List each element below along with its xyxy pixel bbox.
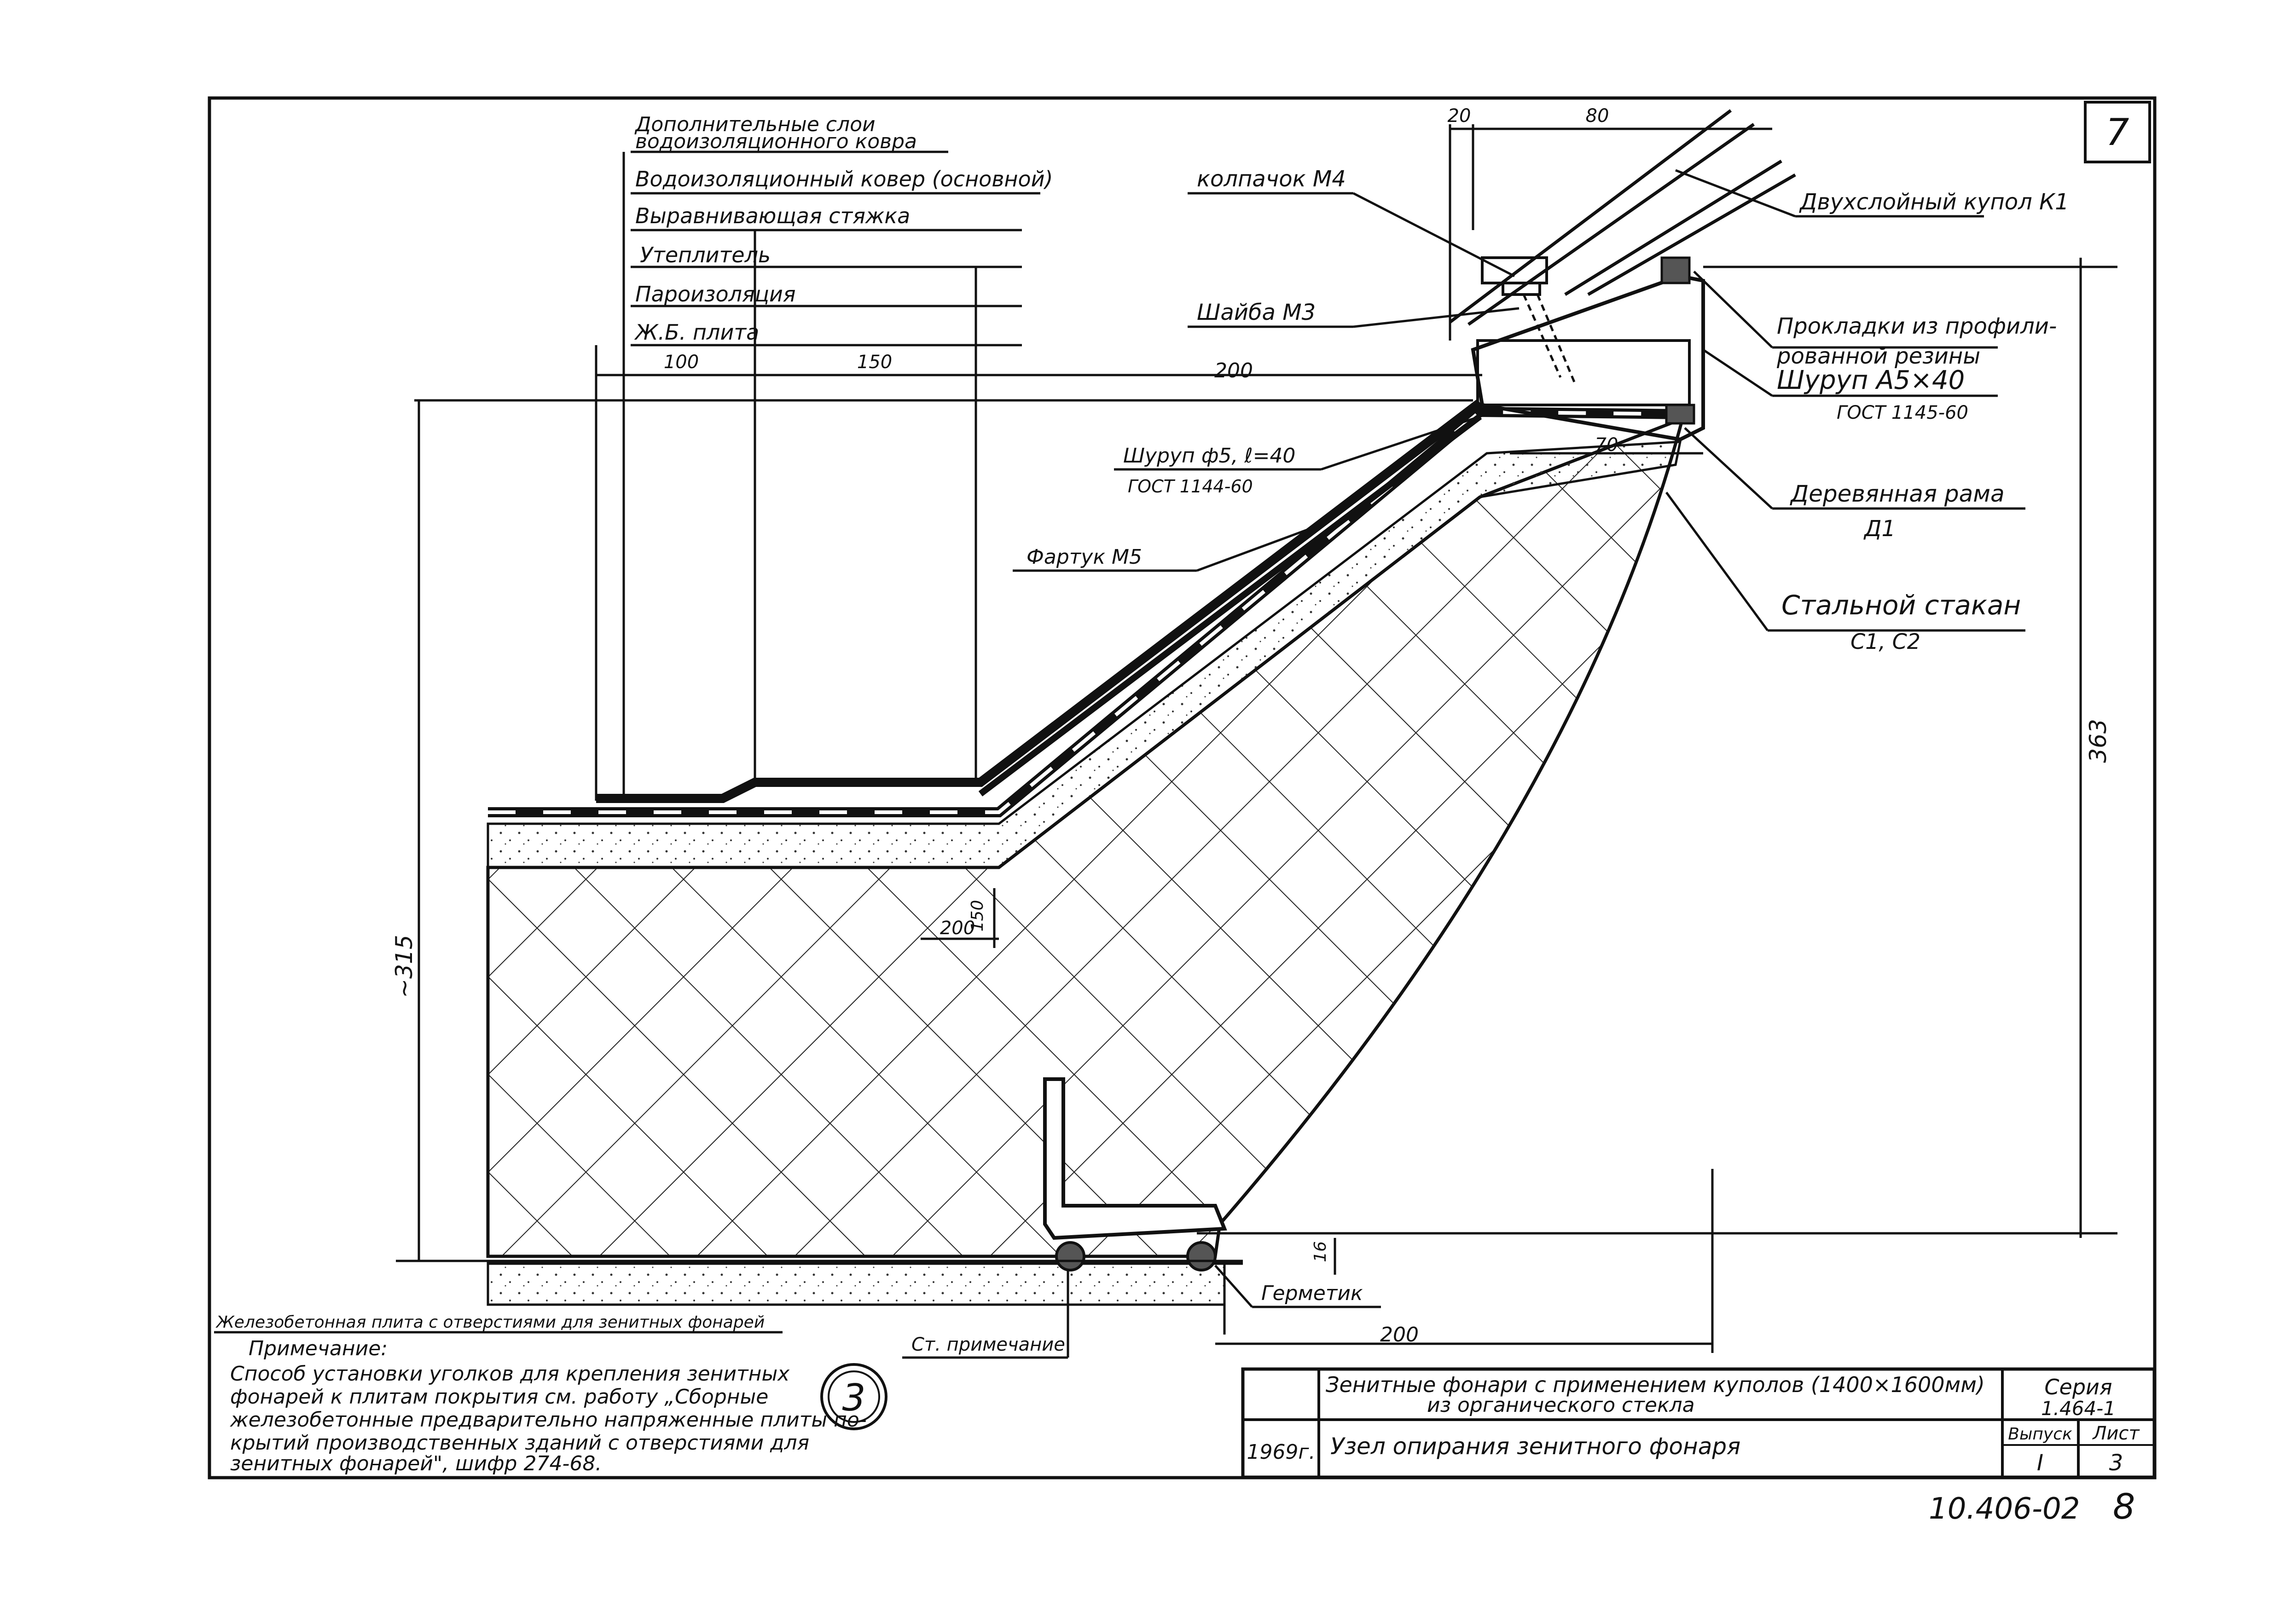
title-line-2: из органического стекла xyxy=(1427,1393,1695,1417)
sealant-right xyxy=(1186,1241,1217,1271)
sheet-number: 7 xyxy=(2106,111,2129,154)
sheet-number-box: 7 xyxy=(2084,101,2151,163)
dim-150: 150 xyxy=(857,352,892,373)
screed-layer xyxy=(487,440,1682,869)
dim-315: ~315 xyxy=(391,935,418,998)
steel-cup-label: Стальной стакан xyxy=(1781,589,2021,621)
screw-f5-label: Шуруп ф5, ℓ=40 xyxy=(1123,444,1295,468)
issue-label: Выпуск xyxy=(2008,1425,2072,1444)
sheet-label: Лист xyxy=(2092,1423,2140,1444)
upper-assembly xyxy=(1449,109,1796,442)
dim-200-inner: 200 xyxy=(940,918,975,939)
dim-363: 363 xyxy=(2085,719,2111,763)
note-heading: Примечание: xyxy=(249,1337,388,1360)
callout-leaders xyxy=(214,169,2025,1359)
dim-16: 16 xyxy=(1311,1241,1330,1262)
issue-value: I xyxy=(2037,1450,2043,1476)
dim-80: 80 xyxy=(1586,105,1609,127)
sealant-left xyxy=(1055,1241,1085,1271)
series-value: 1.464-1 xyxy=(2041,1397,2116,1420)
screw-a5-gost-label: ГОСТ 1145-60 xyxy=(1837,402,1968,423)
dim-100: 100 xyxy=(664,352,699,373)
gaskets-label-1: Прокладки из профили- xyxy=(1777,313,2057,339)
dimension-lines xyxy=(396,124,2117,1353)
series-label: Серия xyxy=(2044,1375,2112,1399)
sealant-label: Герметик xyxy=(1261,1282,1363,1305)
slab-body xyxy=(486,416,1685,1258)
note-line-5: зенитных фонарей", шифр 274-68. xyxy=(230,1452,602,1475)
layer-slab-label: Ж.Б. плита xyxy=(634,320,759,345)
note-block: Примечание: Способ установки уголков для… xyxy=(230,1337,867,1475)
note-line-2: фонарей к плитам покрытия см. работу „Сб… xyxy=(230,1385,768,1409)
node-number: 3 xyxy=(842,1376,866,1419)
node-number-marker: 3 xyxy=(820,1363,887,1430)
screw-f5-gost-label: ГОСТ 1144-60 xyxy=(1128,476,1253,497)
dim-200-top: 200 xyxy=(1214,359,1253,382)
note-line-4: крытий производственных зданий с отверст… xyxy=(230,1431,809,1455)
washer-label: Шайба М3 xyxy=(1197,300,1316,325)
layer-main-carpet-label: Водоизоляционный ковер (основной) xyxy=(635,167,1053,191)
gaskets-label-2: рованной резины xyxy=(1776,343,1980,369)
dim-150-inner: 150 xyxy=(968,900,987,932)
subtitle: Узел опирания зенитного фонаря xyxy=(1330,1433,1740,1460)
steel-cup-code: С1, С2 xyxy=(1850,629,1920,654)
screw-a5-label: Шуруп А5×40 xyxy=(1777,365,1965,395)
slab-note-label: Железобетонная плита с отверстиями для з… xyxy=(215,1313,765,1332)
year-label: 1969г. xyxy=(1247,1440,1315,1464)
drawing-frame xyxy=(208,96,2157,1480)
layer-screed-label: Выравнивающая стяжка xyxy=(635,203,910,228)
sheet-value: 3 xyxy=(2109,1450,2123,1476)
page-number: 8 xyxy=(2113,1486,2135,1527)
layer-extra-label-2: водоизоляционного ковра xyxy=(635,130,917,153)
layer-insulation-label: Утеплитель xyxy=(640,243,771,267)
dim-200-bottom: 200 xyxy=(1380,1323,1419,1347)
layer-vapor-barrier-label: Пароизоляция xyxy=(635,282,796,306)
bottom-concrete-layer xyxy=(487,1261,1243,1335)
layer-leaders xyxy=(595,150,1040,801)
title-block xyxy=(1241,1367,2156,1479)
steel-angle xyxy=(1043,1077,1227,1240)
layer-extra-label-1: Дополнительные слои xyxy=(634,113,876,136)
cap-label: колпачок М4 xyxy=(1197,166,1346,192)
dim-70: 70 xyxy=(1595,434,1618,456)
dim-20: 20 xyxy=(1448,105,1471,127)
note-line-3: железобетонные предварительно напряженны… xyxy=(230,1408,867,1432)
apron-label: Фартук М5 xyxy=(1027,545,1142,569)
wood-frame-label: Деревянная рама xyxy=(1790,480,2005,507)
doc-code: 10.406-02 xyxy=(1929,1492,2080,1526)
dome-label: Двухслойный купол К1 xyxy=(1799,189,2069,215)
see-note-label: Ст. примечание xyxy=(911,1334,1065,1355)
title-line-1: Зенитные фонари с применением куполов (1… xyxy=(1326,1372,1985,1397)
note-line-1: Способ установки уголков для крепления з… xyxy=(230,1362,790,1386)
wood-frame-code: Д1 xyxy=(1863,516,1896,542)
